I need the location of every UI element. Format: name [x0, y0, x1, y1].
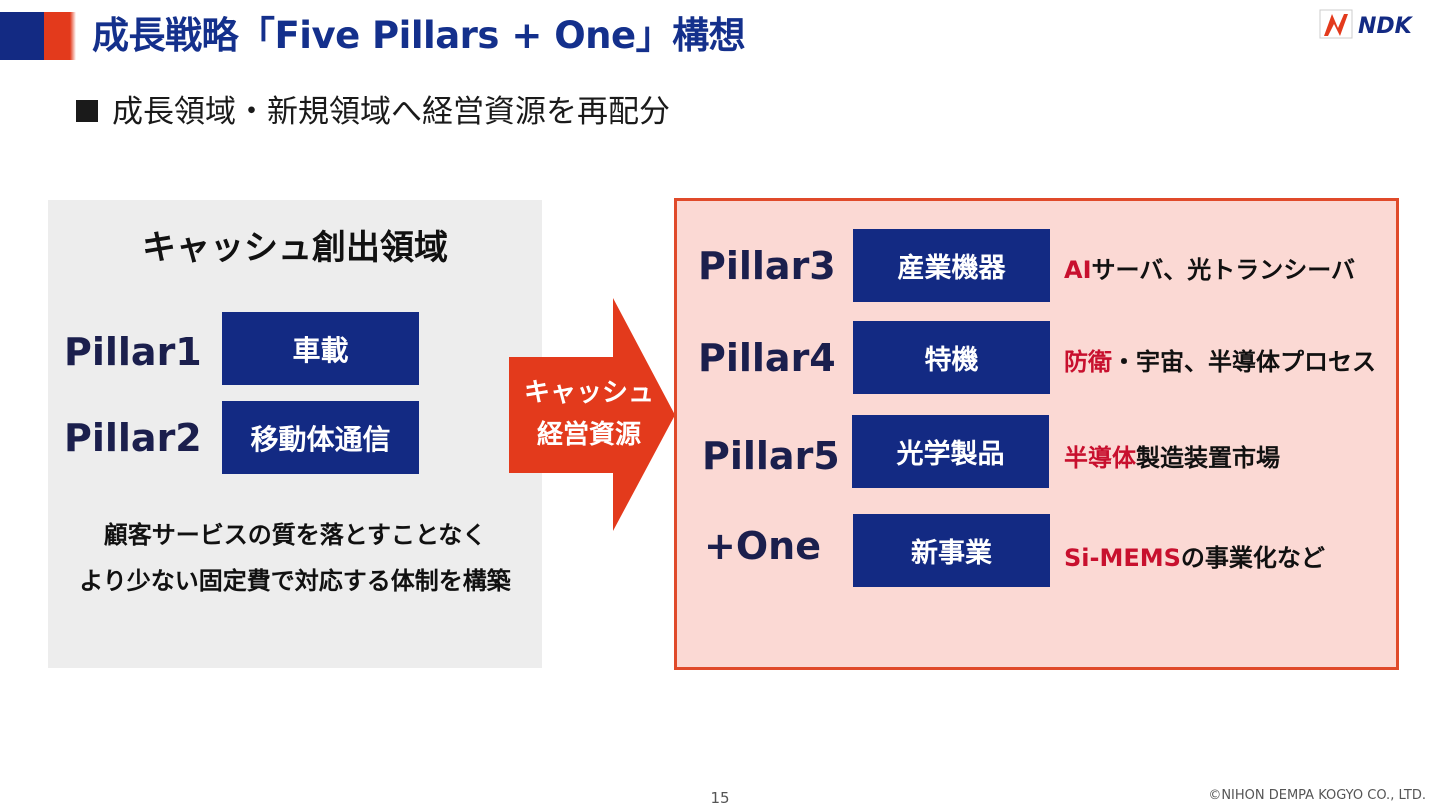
reallocation-arrow-icon [509, 298, 675, 531]
ndk-logo: NDK [1319, 9, 1414, 39]
subtitle-text: 成長領域・新規領域へ経営資源を再配分 [112, 94, 670, 130]
cash-generation-panel: キャッシュ創出領域 Pillar1 車載 Pillar2 移動体通信 顧客サービ… [48, 200, 542, 668]
pillar1-label: Pillar1 [64, 330, 202, 374]
header-accent-fade [70, 12, 76, 60]
copyright: ©NIHON DEMPA KOGYO CO., LTD. [1208, 788, 1426, 803]
plus-one-label: +One [704, 524, 821, 568]
pillar4-box: 特機 [853, 321, 1050, 394]
pillar5-description: 半導体製造装置市場 [1064, 438, 1280, 473]
arrow-label: キャッシュ 経営資源 [509, 372, 669, 456]
plus-one-desc-rest: の事業化など [1180, 544, 1325, 572]
pillar5-label: Pillar5 [702, 434, 840, 478]
pillar3-label: Pillar3 [698, 244, 836, 288]
pillar4-label: Pillar4 [698, 336, 836, 380]
pillar3-box: 産業機器 [853, 229, 1050, 302]
pillar2-label: Pillar2 [64, 416, 202, 460]
pillar5-desc-rest: 製造装置市場 [1136, 444, 1280, 472]
pillar5-box: 光学製品 [852, 415, 1049, 488]
plus-one-description: Si-MEMSの事業化など [1064, 538, 1325, 573]
note-line-1: 顧客サービスの質を落とすことなく [103, 521, 487, 549]
logo-text: NDK [1358, 14, 1414, 39]
plus-one-desc-highlight: Si-MEMS [1064, 544, 1181, 572]
note-line-2: より少ない固定費で対応する体制を構築 [79, 567, 511, 595]
pillar5-desc-highlight: 半導体 [1064, 444, 1136, 472]
bullet-square-icon [76, 99, 98, 122]
pillar1-box: 車載 [222, 312, 419, 385]
cash-generation-note: 顧客サービスの質を落とすことなく より少ない固定費で対応する体制を構築 [48, 512, 542, 604]
pillar4-desc-rest: ・宇宙、半導体プロセス [1112, 348, 1376, 376]
slide-title: 成長戦略「Five Pillars + One」構想 [92, 14, 746, 57]
pillar4-description: 防衛・宇宙、半導体プロセス [1064, 342, 1376, 377]
pillar3-desc-rest: サーバ、光トランシーバ [1091, 256, 1356, 284]
arrow-label-line-2: 経営資源 [536, 420, 641, 450]
page-number: 15 [710, 789, 730, 807]
header-accent-blue [0, 12, 44, 60]
pillar3-description: AIサーバ、光トランシーバ [1064, 250, 1355, 285]
header-accent-red [44, 12, 70, 60]
pillar3-desc-highlight: AI [1064, 256, 1092, 284]
subtitle: 成長領域・新規領域へ経営資源を再配分 [76, 90, 670, 134]
arrow-label-line-1: キャッシュ [523, 378, 654, 408]
cash-generation-heading: キャッシュ創出領域 [142, 228, 448, 268]
pillar4-desc-highlight: 防衛 [1064, 348, 1112, 376]
plus-one-box: 新事業 [853, 514, 1050, 587]
pillar2-box: 移動体通信 [222, 401, 419, 474]
